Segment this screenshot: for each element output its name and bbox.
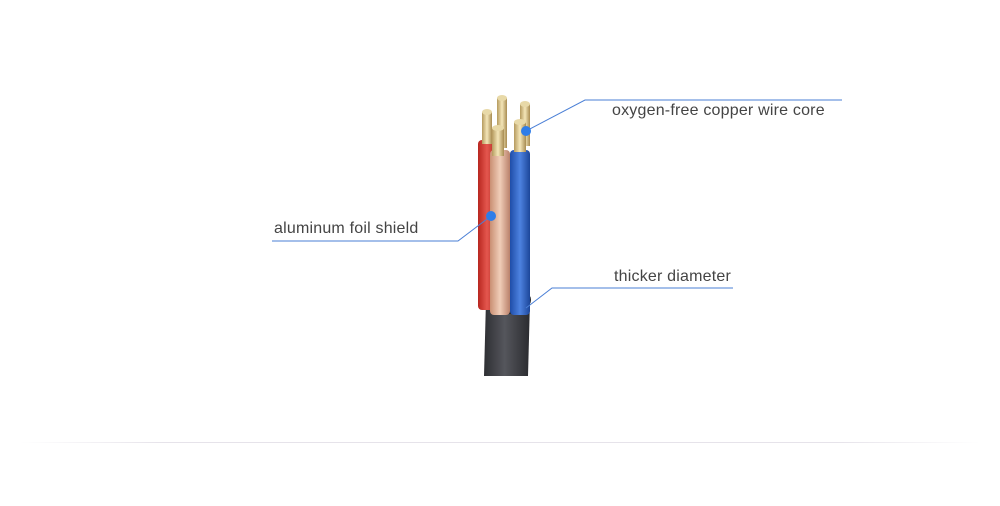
conductor (497, 98, 507, 148)
callout-shield-label: aluminum foil shield (274, 220, 419, 237)
callout-core-label: oxygen-free copper wire core (612, 102, 825, 119)
conductor (492, 128, 504, 156)
section-divider (20, 442, 980, 443)
core-leader-line (525, 99, 842, 132)
copper-wire (490, 150, 510, 315)
blue-wire (510, 150, 530, 315)
shield-leader-line (272, 215, 492, 242)
core-marker-dot (521, 126, 531, 136)
shield-marker-dot (486, 211, 496, 221)
conductor (482, 112, 492, 144)
diameter-leader-line (525, 287, 733, 309)
outer-jacket (484, 300, 530, 376)
callout-diameter-label: thicker diameter (614, 268, 732, 285)
